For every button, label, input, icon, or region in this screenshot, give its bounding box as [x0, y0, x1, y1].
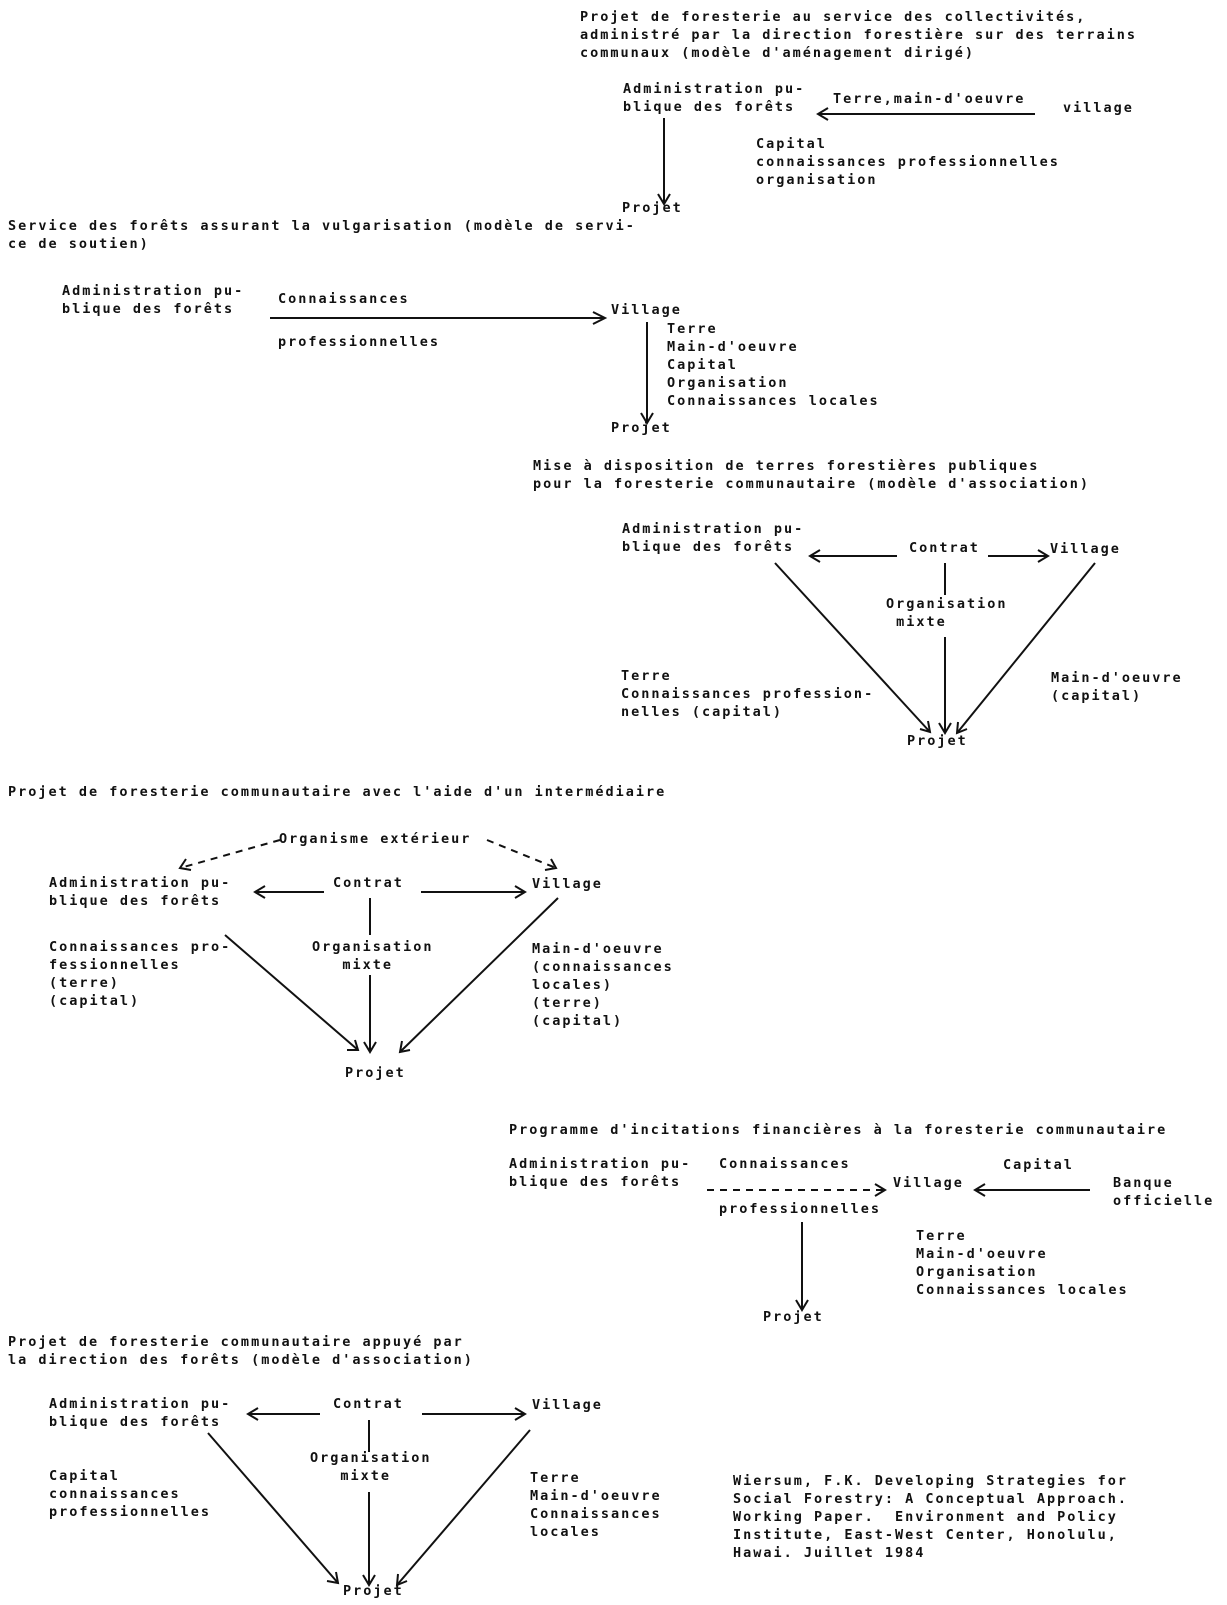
d6-village-to-projet-arrowhead	[395, 1573, 408, 1587]
d1-projet-label: Projet	[622, 200, 683, 216]
d2-village-to-projet-arrowhead	[640, 412, 654, 425]
d3-projet-label: Projet	[907, 733, 968, 749]
citation-text: Wiersum, F.K. Developing Strategies for …	[733, 1473, 1128, 1561]
d4-external-to-admin-arrowhead	[178, 858, 192, 871]
d2-village-label: Village	[611, 302, 682, 318]
d3-admin-label: Administration pu- blique des forêts	[622, 521, 805, 555]
d6-left-resources: Capital connaissances professionnelles	[49, 1468, 212, 1520]
d2-flow-bottom-label: professionnelles	[278, 334, 441, 350]
d3-right-resources: Main-d'oeuvre (capital)	[1051, 670, 1183, 704]
d5-village-to-projet-arrowhead	[795, 1299, 809, 1312]
d3-title: Mise à disposition de terres forestières…	[533, 458, 1091, 492]
d6-org-label: Organisation mixte	[310, 1450, 432, 1484]
d6-contrat-to-admin-arrowhead	[246, 1407, 259, 1421]
d3-contrat-label: Contrat	[909, 540, 980, 556]
d2-admin-label: Administration pu- blique des forêts	[62, 283, 245, 317]
d5-resources-list: Terre Main-d'oeuvre Organisation Connais…	[916, 1228, 1129, 1298]
d2-resources-list: Terre Main-d'oeuvre Capital Organisation…	[667, 321, 880, 409]
d4-village-to-projet-arrow	[399, 897, 559, 1053]
d5-title: Programme d'incitations financières à la…	[509, 1122, 1168, 1138]
d4-admin-to-projet-arrowhead	[347, 1039, 360, 1051]
d1-resources-list: Capital connaissances professionnelles o…	[756, 136, 1060, 188]
d4-contrat-to-village-arrowhead	[514, 885, 527, 899]
d6-admin-to-projet-arrow	[207, 1432, 339, 1584]
d4-title: Projet de foresterie communautaire avec …	[8, 784, 667, 800]
d2-flow-top-label: Connaissances	[278, 291, 410, 307]
d6-projet-label: Projet	[343, 1583, 404, 1599]
d4-contrat-label: Contrat	[333, 875, 404, 891]
d4-projet-label: Projet	[345, 1065, 406, 1081]
d6-village-label: Village	[532, 1397, 603, 1413]
d2-admin-to-village-arrowhead	[592, 311, 608, 325]
d5-bank-label: Banque officielle	[1113, 1175, 1215, 1209]
d4-admin-label: Administration pu- blique des forêts	[49, 875, 232, 909]
d4-external-label: Organisme extérieur	[279, 831, 472, 847]
d3-left-resources: Terre Connaissances profession- nelles (…	[621, 668, 875, 720]
d3-village-to-projet-arrowhead	[955, 721, 968, 735]
d5-bank-to-village-arrowhead	[973, 1183, 986, 1197]
d4-right-resources: Main-d'oeuvre (connaissances locales) (t…	[532, 941, 674, 1029]
d1-title: Projet de foresterie au service des coll…	[580, 9, 1138, 61]
d6-admin-to-projet-arrowhead	[326, 1571, 340, 1585]
d5-projet-label: Projet	[763, 1309, 824, 1325]
d3-org-label: Organisation mixte	[886, 596, 1008, 630]
d4-left-resources: Connaissances pro- fessionnelles (terre)…	[49, 939, 232, 1009]
d3-contrat-to-village-arrowhead	[1037, 549, 1050, 563]
d6-contrat-to-village-arrowhead	[514, 1407, 527, 1421]
d4-org-label: Organisation mixte	[312, 939, 434, 973]
d4-external-to-village-dashed-arrow	[486, 839, 557, 869]
d5-village-label: Village	[893, 1175, 964, 1191]
d1-admin-to-projet-arrowhead	[657, 193, 671, 206]
d4-village-label: Village	[532, 876, 603, 892]
d3-org-to-projet-arrowhead	[938, 722, 952, 735]
d2-title: Service des forêts assurant la vulgarisa…	[8, 218, 636, 252]
d5-admin-label: Administration pu- blique des forêts	[509, 1156, 692, 1190]
d4-village-to-projet-arrowhead	[398, 1040, 411, 1054]
d6-contrat-label: Contrat	[333, 1396, 404, 1412]
d4-external-to-admin-dashed-arrow	[179, 839, 281, 869]
d2-projet-label: Projet	[611, 420, 672, 436]
d4-admin-to-projet-arrow	[224, 934, 359, 1051]
d6-right-resources: Terre Main-d'oeuvre Connaissances locale…	[530, 1470, 662, 1540]
d3-admin-to-projet-arrowhead	[919, 720, 932, 734]
d3-village-to-projet-arrow	[956, 562, 1096, 734]
d1-village-to-admin-arrowhead	[816, 107, 829, 121]
d6-org-to-projet-arrowhead	[362, 1574, 376, 1587]
d4-external-to-village-arrowhead	[544, 858, 558, 871]
d6-title: Projet de foresterie communautaire appuy…	[8, 1334, 474, 1368]
d5-flow-bottom-label: professionnelles	[719, 1201, 882, 1217]
d5-admin-to-village-arrowhead	[874, 1183, 887, 1197]
d5-capital-label: Capital	[1003, 1157, 1074, 1173]
d3-admin-to-projet-arrow	[774, 562, 931, 733]
d1-flow-label: Terre,main-d'oeuvre	[833, 91, 1026, 107]
d1-village-label: village	[1063, 100, 1134, 116]
d4-org-to-projet-arrowhead	[363, 1041, 377, 1054]
d3-contrat-to-admin-arrowhead	[808, 549, 821, 563]
d5-flow-top-label: Connaissances	[719, 1156, 851, 1172]
d3-village-label: Village	[1050, 541, 1121, 557]
d4-contrat-to-admin-arrowhead	[253, 885, 266, 899]
d1-admin-label: Administration pu- blique des forêts	[623, 81, 806, 115]
d6-admin-label: Administration pu- blique des forêts	[49, 1396, 232, 1430]
d6-village-to-projet-arrow	[396, 1429, 531, 1586]
